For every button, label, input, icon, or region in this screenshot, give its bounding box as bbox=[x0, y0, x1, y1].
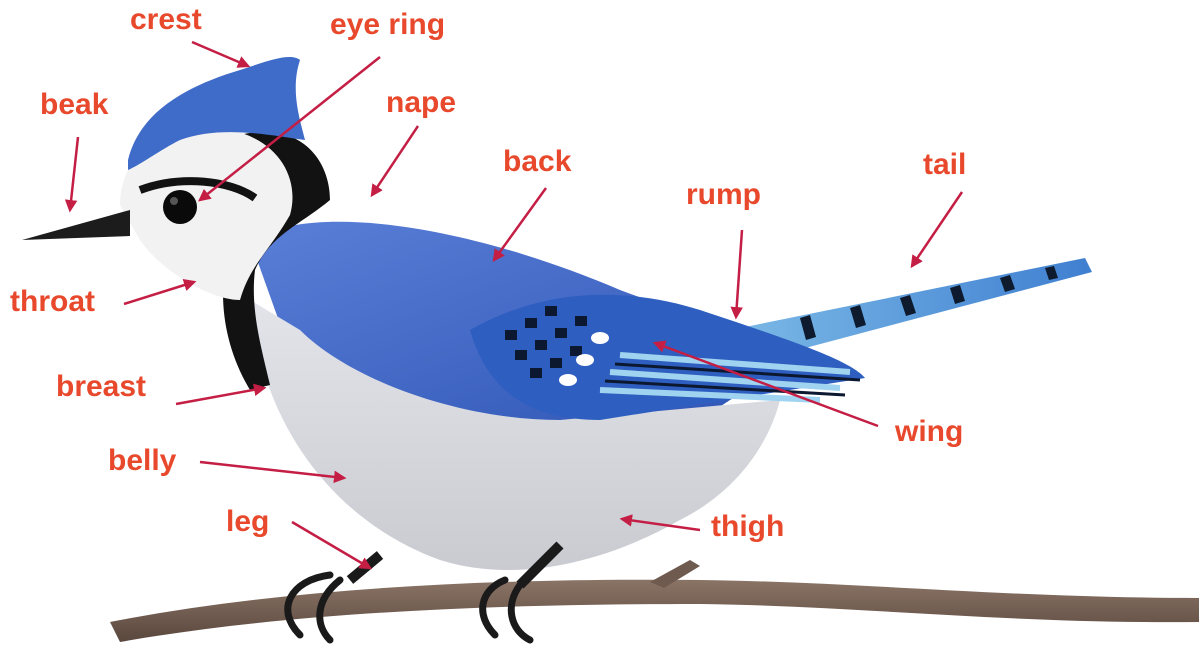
label-tail: tail bbox=[923, 148, 966, 182]
label-belly: belly bbox=[108, 444, 176, 478]
back-arrow bbox=[494, 188, 546, 260]
label-eye-ring: eye ring bbox=[330, 8, 445, 42]
nape-arrow bbox=[372, 126, 418, 195]
throat-arrow bbox=[124, 282, 194, 304]
leg-arrow bbox=[292, 522, 370, 568]
label-thigh: thigh bbox=[711, 510, 784, 544]
label-beak: beak bbox=[40, 88, 108, 122]
belly-arrow bbox=[200, 462, 344, 478]
label-wing: wing bbox=[895, 415, 963, 449]
beak-arrow bbox=[70, 137, 78, 210]
eye-ring-arrow bbox=[200, 57, 380, 200]
breast-arrow bbox=[176, 388, 264, 404]
label-nape: nape bbox=[386, 86, 456, 120]
label-crest: crest bbox=[130, 3, 202, 37]
tail-arrow bbox=[912, 192, 962, 266]
label-breast: breast bbox=[56, 370, 146, 404]
label-rump: rump bbox=[686, 178, 761, 212]
wing-arrow bbox=[655, 343, 878, 426]
crest-arrow bbox=[192, 42, 248, 66]
label-back: back bbox=[503, 145, 571, 179]
thigh-arrow bbox=[622, 519, 700, 530]
label-throat: throat bbox=[10, 285, 95, 319]
rump-arrow bbox=[736, 230, 742, 317]
label-leg: leg bbox=[226, 505, 269, 539]
